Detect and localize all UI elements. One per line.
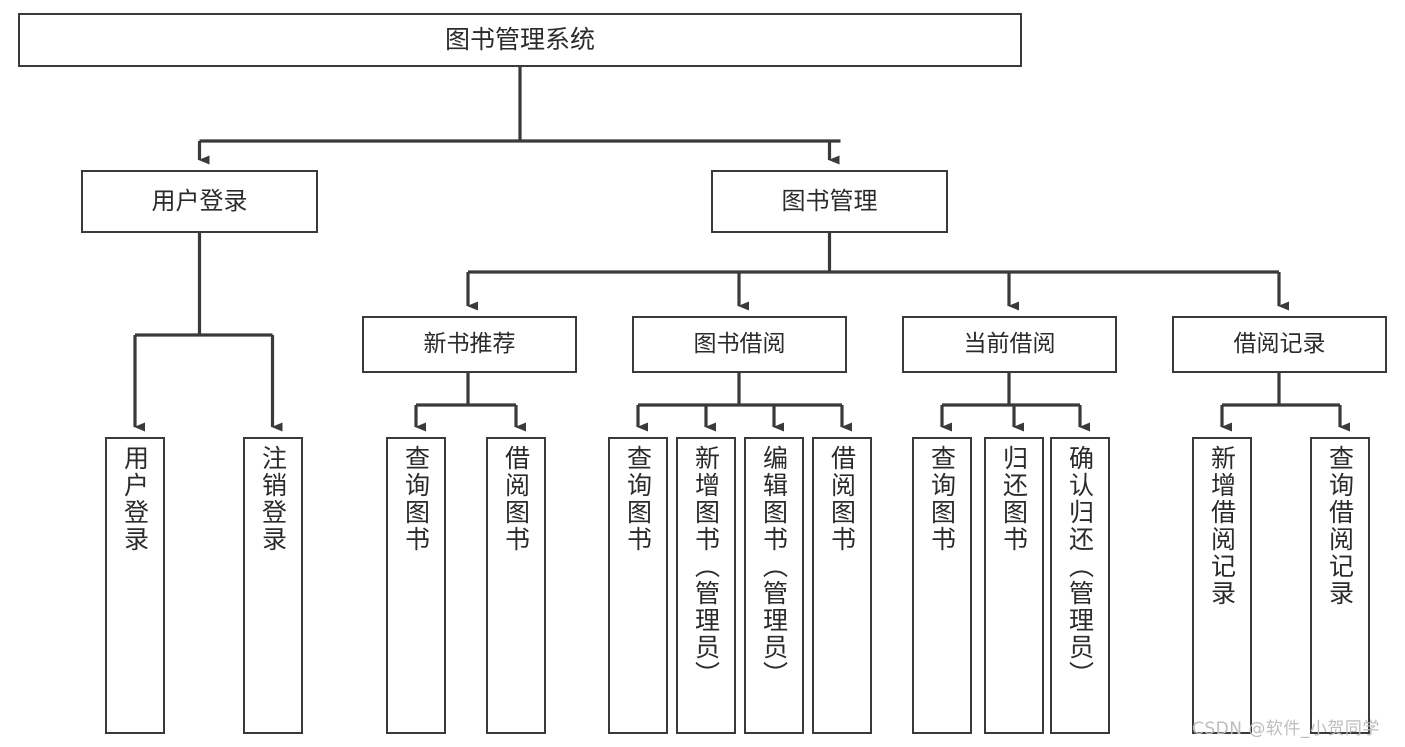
node-label: 查询图书 [623, 445, 653, 553]
node-leaf-borrow-book-1[interactable]: 借阅图书 [486, 437, 546, 734]
node-leaf-return-book[interactable]: 归还图书 [984, 437, 1044, 734]
node-label: 查询图书 [927, 445, 957, 553]
connector-group-user-login [133, 233, 283, 432]
node-label: 用户登录 [120, 445, 150, 553]
node-label: 编辑图书（管理员） [759, 445, 789, 688]
connector-group-book-manage [466, 233, 1289, 311]
node-leaf-borrow-book-2[interactable]: 借阅图书 [812, 437, 872, 734]
node-label: 新增图书（管理员） [691, 445, 721, 688]
connector-group-current-borrow [940, 373, 1090, 432]
node-leaf-query-book-1[interactable]: 查询图书 [386, 437, 446, 734]
node-label: 确认归还（管理员） [1065, 445, 1095, 688]
node-user-login[interactable]: 用户登录 [81, 170, 318, 233]
node-label: 借阅记录 [1233, 331, 1326, 358]
node-leaf-query-record[interactable]: 查询借阅记录 [1310, 437, 1370, 734]
node-leaf-user-login[interactable]: 用户登录 [105, 437, 165, 734]
node-label: 图书管理 [781, 186, 878, 215]
node-current-borrow[interactable]: 当前借阅 [902, 316, 1117, 373]
connector-group-borrow-record [1220, 373, 1350, 432]
node-root-system[interactable]: 图书管理系统 [18, 13, 1022, 67]
node-leaf-logout[interactable]: 注销登录 [243, 437, 303, 734]
node-label: 新书推荐 [423, 331, 516, 358]
node-label: 借阅图书 [501, 445, 531, 553]
node-label: 借阅图书 [827, 445, 857, 553]
node-label: 归还图书 [999, 445, 1029, 553]
node-borrow-record[interactable]: 借阅记录 [1172, 316, 1387, 373]
node-label: 用户登录 [151, 186, 248, 215]
node-leaf-query-book-3[interactable]: 查询图书 [912, 437, 972, 734]
node-label: 注销登录 [258, 445, 288, 553]
node-leaf-add-record[interactable]: 新增借阅记录 [1192, 437, 1252, 734]
node-label: 查询借阅记录 [1325, 445, 1355, 607]
node-label: 图书管理系统 [444, 24, 595, 54]
node-label: 图书借阅 [693, 331, 786, 358]
node-leaf-add-book[interactable]: 新增图书（管理员） [676, 437, 736, 734]
connector-group-book-borrow [636, 373, 852, 432]
connector-group-new-book-recommend [414, 373, 526, 432]
node-book-manage[interactable]: 图书管理 [711, 170, 948, 233]
connector-group-root [197, 67, 841, 165]
node-label: 查询图书 [401, 445, 431, 553]
node-leaf-confirm-return[interactable]: 确认归还（管理员） [1050, 437, 1110, 734]
node-leaf-edit-book[interactable]: 编辑图书（管理员） [744, 437, 804, 734]
node-label: 新增借阅记录 [1207, 445, 1237, 607]
node-leaf-query-book-2[interactable]: 查询图书 [608, 437, 668, 734]
node-label: 当前借阅 [963, 331, 1056, 358]
node-new-book-recommend[interactable]: 新书推荐 [362, 316, 577, 373]
node-book-borrow[interactable]: 图书借阅 [632, 316, 847, 373]
